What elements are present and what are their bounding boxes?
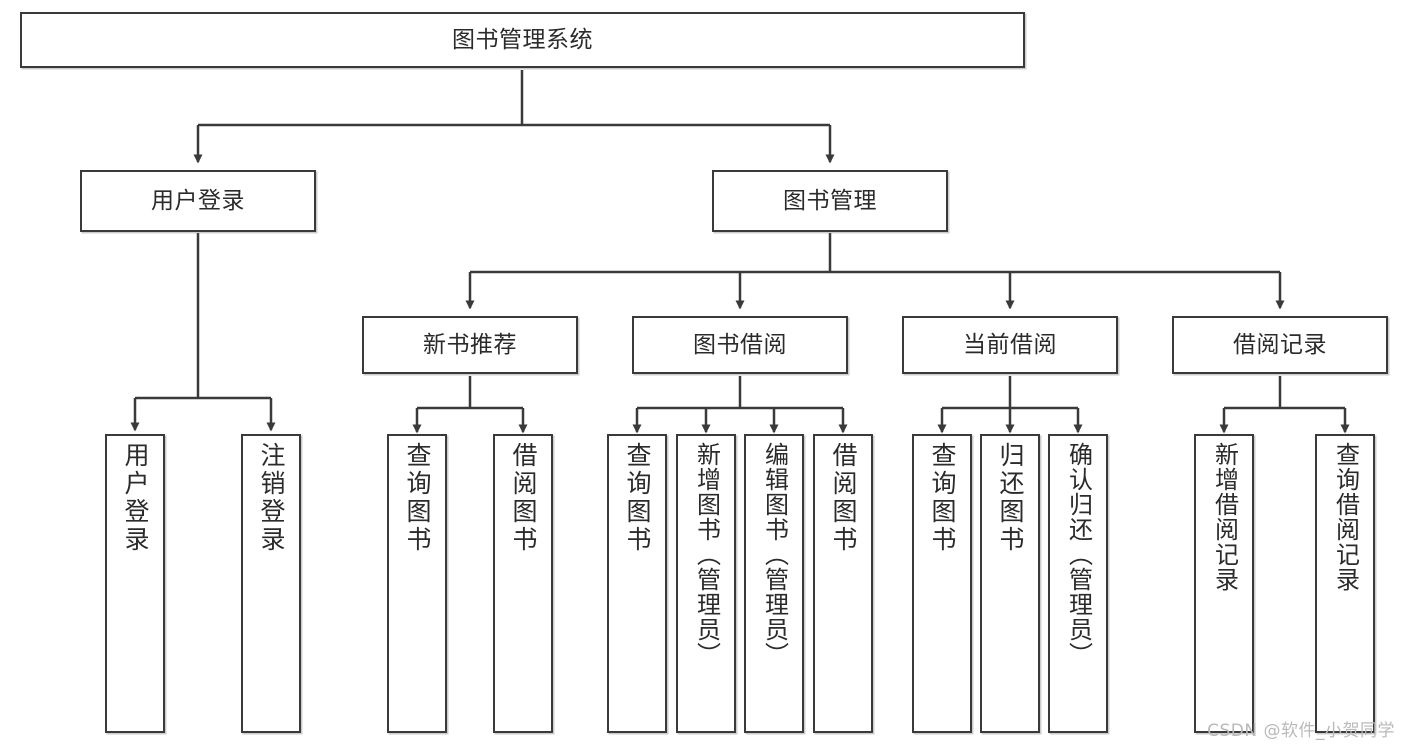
node-book-manage[interactable]: 图书管理: [712, 170, 948, 232]
node-leaf-return-book[interactable]: 归还图书: [980, 434, 1040, 733]
node-leaf-edit-book-label: 编辑图书（管理员）: [760, 442, 789, 667]
node-leaf-query-book-1-label: 查询图书: [403, 442, 432, 554]
node-book-borrow[interactable]: 图书借阅: [632, 316, 848, 374]
node-user-login-label: 用户登录: [151, 187, 245, 214]
node-leaf-borrow-book-1[interactable]: 借阅图书: [493, 434, 553, 733]
node-user-login[interactable]: 用户登录: [80, 170, 316, 232]
watermark-text: CSDN @软件_小贺同学: [1207, 721, 1395, 741]
node-leaf-query-book-2-label: 查询图书: [623, 442, 652, 554]
node-leaf-user-login-label: 用户登录: [121, 442, 150, 554]
node-new-book-recommend[interactable]: 新书推荐: [362, 316, 578, 374]
node-leaf-logout-label: 注销登录: [257, 442, 286, 554]
node-book-borrow-label: 图书借阅: [693, 331, 787, 358]
node-root[interactable]: 图书管理系统: [20, 12, 1025, 68]
node-leaf-query-record[interactable]: 查询借阅记录: [1315, 434, 1375, 733]
node-leaf-confirm-return-label: 确认归还（管理员）: [1064, 442, 1093, 667]
node-leaf-borrow-book-1-label: 借阅图书: [509, 442, 538, 554]
node-leaf-query-book-3[interactable]: 查询图书: [912, 434, 972, 733]
node-borrow-record[interactable]: 借阅记录: [1172, 316, 1388, 374]
node-leaf-add-record-label: 新增借阅记录: [1210, 442, 1239, 592]
node-leaf-add-book-label: 新增图书（管理员）: [692, 442, 721, 667]
node-borrow-record-label: 借阅记录: [1233, 331, 1327, 358]
node-root-label: 图书管理系统: [452, 26, 593, 53]
node-leaf-query-book-2[interactable]: 查询图书: [607, 434, 667, 733]
node-current-borrow[interactable]: 当前借阅: [902, 316, 1118, 374]
node-leaf-query-book-3-label: 查询图书: [928, 442, 957, 554]
node-leaf-query-record-label: 查询借阅记录: [1331, 442, 1360, 592]
node-current-borrow-label: 当前借阅: [963, 331, 1057, 358]
node-leaf-user-login[interactable]: 用户登录: [105, 434, 165, 733]
node-leaf-confirm-return[interactable]: 确认归还（管理员）: [1048, 434, 1108, 733]
node-leaf-borrow-book-2-label: 借阅图书: [829, 442, 858, 554]
node-leaf-return-book-label: 归还图书: [996, 442, 1025, 554]
node-book-manage-label: 图书管理: [783, 187, 877, 214]
node-leaf-edit-book[interactable]: 编辑图书（管理员）: [744, 434, 804, 733]
node-leaf-add-record[interactable]: 新增借阅记录: [1194, 434, 1254, 733]
node-leaf-add-book[interactable]: 新增图书（管理员）: [676, 434, 736, 733]
node-leaf-borrow-book-2[interactable]: 借阅图书: [813, 434, 873, 733]
node-new-book-recommend-label: 新书推荐: [423, 331, 517, 358]
node-leaf-query-book-1[interactable]: 查询图书: [387, 434, 447, 733]
node-leaf-logout[interactable]: 注销登录: [241, 434, 301, 733]
